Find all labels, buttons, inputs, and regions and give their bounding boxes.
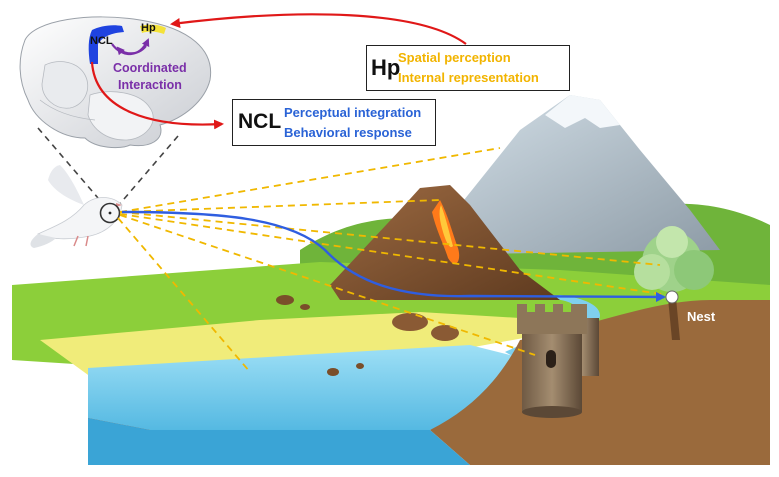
hp-info-box: Hp Spatial perception Internal represent…: [366, 45, 570, 91]
sight-lines: [117, 147, 669, 373]
rock: [327, 368, 339, 376]
zoom-line-right: [117, 135, 179, 207]
rock: [300, 304, 310, 310]
earth-slope: [430, 300, 770, 465]
ncl-info-box: NCL Perceptual integration Behavioral re…: [232, 99, 436, 146]
interaction-label-line1: Coordinated: [113, 61, 187, 75]
rock: [356, 363, 364, 369]
tree: [634, 226, 714, 340]
sight-line-nest: [119, 213, 669, 296]
landscape: [12, 95, 770, 465]
pigeon-head-highlight: [99, 202, 121, 224]
flight-route: [121, 210, 666, 302]
coordination-arrow-2: [116, 45, 147, 56]
hp-box-line2: Internal representation: [398, 70, 539, 85]
castle-tower: [517, 304, 599, 418]
ncl-region: [88, 25, 124, 64]
snow-cap: [545, 95, 620, 128]
pigeon-brain: NCL Hp Coordinated Interaction: [19, 16, 212, 149]
hp-box-line1: Spatial perception: [398, 50, 511, 65]
brain-ncl-label: NCL: [90, 35, 113, 47]
lake: [88, 345, 530, 430]
water-front-face: [88, 418, 470, 465]
lava-glow: [439, 205, 453, 248]
hp-region: [140, 24, 166, 34]
sight-line-mountain: [119, 147, 501, 213]
ncl-box-line1: Perceptual integration: [284, 105, 422, 120]
hp-to-box-arrow: [170, 13, 467, 45]
nest-marker: [665, 290, 679, 304]
brain-hp-label: Hp: [141, 22, 156, 34]
rock: [431, 325, 459, 341]
hp-box-title: Hp: [371, 55, 401, 80]
zoom-line-left: [37, 127, 105, 206]
sight-line-volcano: [119, 199, 441, 213]
ncl-to-box-arrow: [90, 61, 224, 130]
pigeon: [30, 165, 123, 248]
snow-mountain: [420, 95, 720, 255]
sight-line-ground: [117, 217, 251, 373]
nest-label: Nest: [687, 309, 716, 324]
ncl-box-title: NCL: [238, 110, 282, 133]
ncl-box-line2: Behavioral response: [284, 125, 412, 140]
sight-line-tree: [119, 211, 661, 266]
sight-line-castle: [119, 214, 536, 356]
rock: [392, 313, 428, 331]
interaction-label-line2: Interaction: [118, 78, 182, 92]
rock: [276, 295, 294, 305]
